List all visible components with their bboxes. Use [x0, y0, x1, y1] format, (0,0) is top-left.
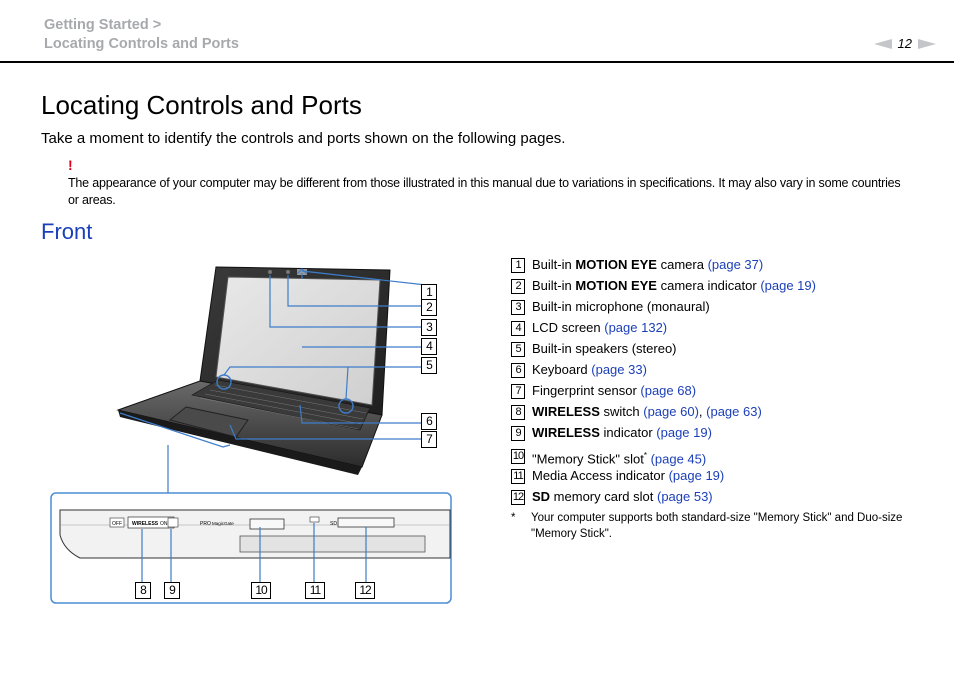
- callout-12: 12: [355, 582, 375, 599]
- list-item: 5 Built-in speakers (stereo): [511, 340, 941, 361]
- list-item: 6 Keyboard (page 33): [511, 361, 941, 382]
- next-page-arrow-icon[interactable]: [918, 38, 936, 49]
- callout-5: 5: [421, 357, 437, 374]
- on-label: ON: [160, 521, 168, 527]
- page-link[interactable]: (page 60): [643, 404, 699, 419]
- item-text: Keyboard: [532, 362, 592, 377]
- section-title-front: Front: [41, 219, 93, 244]
- item-text: Built-in: [532, 278, 576, 293]
- wireless-label: WIRELESS: [132, 521, 159, 527]
- list-item: 2 Built-in MOTION EYE camera indicator (…: [511, 277, 941, 298]
- item-number: 7: [511, 384, 525, 399]
- list-item: 1 Built-in MOTION EYE camera (page 37): [511, 256, 941, 277]
- front-components-list: 1 Built-in MOTION EYE camera (page 37) 2…: [511, 256, 941, 509]
- item-bold-text: MOTION EYE: [575, 278, 657, 293]
- item-number: 3: [511, 300, 525, 315]
- item-text: Fingerprint sensor: [532, 383, 641, 398]
- item-text: Built-in speakers (stereo): [532, 341, 677, 356]
- list-item: 7 Fingerprint sensor (page 68): [511, 382, 941, 403]
- callout-8: 8: [135, 582, 151, 599]
- callout-11: 11: [305, 582, 325, 599]
- page-link[interactable]: (page 68): [640, 383, 697, 398]
- item-bold-text: WIRELESS: [532, 404, 600, 419]
- item-number: 4: [511, 321, 525, 336]
- list-item: 9 WIRELESS indicator (page 19): [511, 424, 941, 445]
- list-item: 4 LCD screen (page 132): [511, 319, 941, 340]
- footnote: * Your computer supports both standard-s…: [511, 510, 911, 542]
- callout-4: 4: [421, 338, 437, 355]
- laptop-front-illustration: OFF WIRELESS ON PRO MagicGate SD: [50, 266, 452, 604]
- page-link[interactable]: (page 132): [604, 320, 668, 335]
- pro-label: PRO: [200, 521, 211, 527]
- item-text: camera: [656, 257, 708, 272]
- page-link[interactable]: (page 19): [760, 278, 816, 293]
- list-item: 3 Built-in microphone (monaural): [511, 298, 941, 319]
- item-number: 9: [511, 426, 525, 441]
- breadcrumb-parent[interactable]: Getting Started >: [44, 17, 162, 33]
- item-text: switch: [599, 404, 644, 419]
- item-text: indicator: [599, 425, 657, 440]
- callout-7: 7: [421, 431, 437, 448]
- callout-9: 9: [164, 582, 180, 599]
- page-link[interactable]: (page 33): [591, 362, 647, 377]
- page-link[interactable]: (page 63): [706, 404, 762, 419]
- previous-page-arrow-icon[interactable]: [873, 38, 892, 49]
- item-bold-text: MOTION EYE: [575, 257, 657, 272]
- footnote-mark: *: [511, 512, 516, 524]
- item-number: 5: [511, 342, 525, 357]
- item-text: "Memory Stick" slot: [532, 451, 644, 467]
- item-number: 10: [511, 449, 525, 464]
- item-number: 8: [511, 405, 525, 420]
- page-link[interactable]: (page 19): [668, 468, 725, 483]
- page-number: 12: [897, 36, 912, 51]
- page-link[interactable]: (page 45): [650, 451, 707, 467]
- item-text: LCD screen: [532, 320, 605, 335]
- item-text: Media Access indicator: [532, 468, 669, 483]
- item-number: 2: [511, 279, 525, 294]
- item-bold-text: SD: [532, 489, 551, 504]
- page-title: Locating Controls and Ports: [41, 90, 362, 120]
- appearance-note: The appearance of your computer may be d…: [68, 176, 901, 207]
- callout-6: 6: [421, 413, 437, 430]
- item-text: Built-in microphone (monaural): [532, 299, 710, 314]
- item-number: 11: [511, 469, 525, 484]
- header-divider: [0, 61, 954, 63]
- callout-3: 3: [421, 319, 437, 336]
- page-link[interactable]: (page 53): [656, 489, 713, 504]
- magicgate-label: MagicGate: [212, 521, 234, 526]
- warning-mark-icon: !: [68, 157, 73, 173]
- callout-10: 10: [251, 582, 271, 599]
- item-number: 6: [511, 363, 525, 378]
- page-link[interactable]: (page 19): [656, 425, 712, 440]
- item-number: 1: [511, 258, 525, 273]
- sd-label: SD: [330, 521, 337, 527]
- list-item: 12 SD memory card slot (page 53): [511, 488, 941, 509]
- item-text: Built-in: [532, 257, 576, 272]
- off-label: OFF: [112, 521, 122, 527]
- breadcrumb-current: Locating Controls and Ports: [44, 36, 239, 52]
- item-number: 12: [511, 490, 525, 505]
- item-bold-text: WIRELESS: [532, 425, 600, 440]
- item-text: memory card slot: [550, 489, 657, 504]
- intro-text: Take a moment to identify the controls a…: [41, 130, 566, 147]
- footnote-text: Your computer supports both standard-siz…: [531, 512, 903, 540]
- list-item: 10 "Memory Stick" slot* (page 45): [511, 445, 941, 467]
- callout-2: 2: [421, 299, 437, 316]
- page-link[interactable]: (page 37): [707, 257, 764, 272]
- list-item: 11 Media Access indicator (page 19): [511, 467, 941, 488]
- list-item: 8 WIRELESS switch (page 60), (page 63): [511, 403, 941, 424]
- footnote-marker: *: [643, 451, 647, 460]
- page-navigation: 12: [873, 36, 936, 51]
- item-text: camera indicator: [656, 278, 761, 293]
- callout-1: 1: [421, 284, 437, 301]
